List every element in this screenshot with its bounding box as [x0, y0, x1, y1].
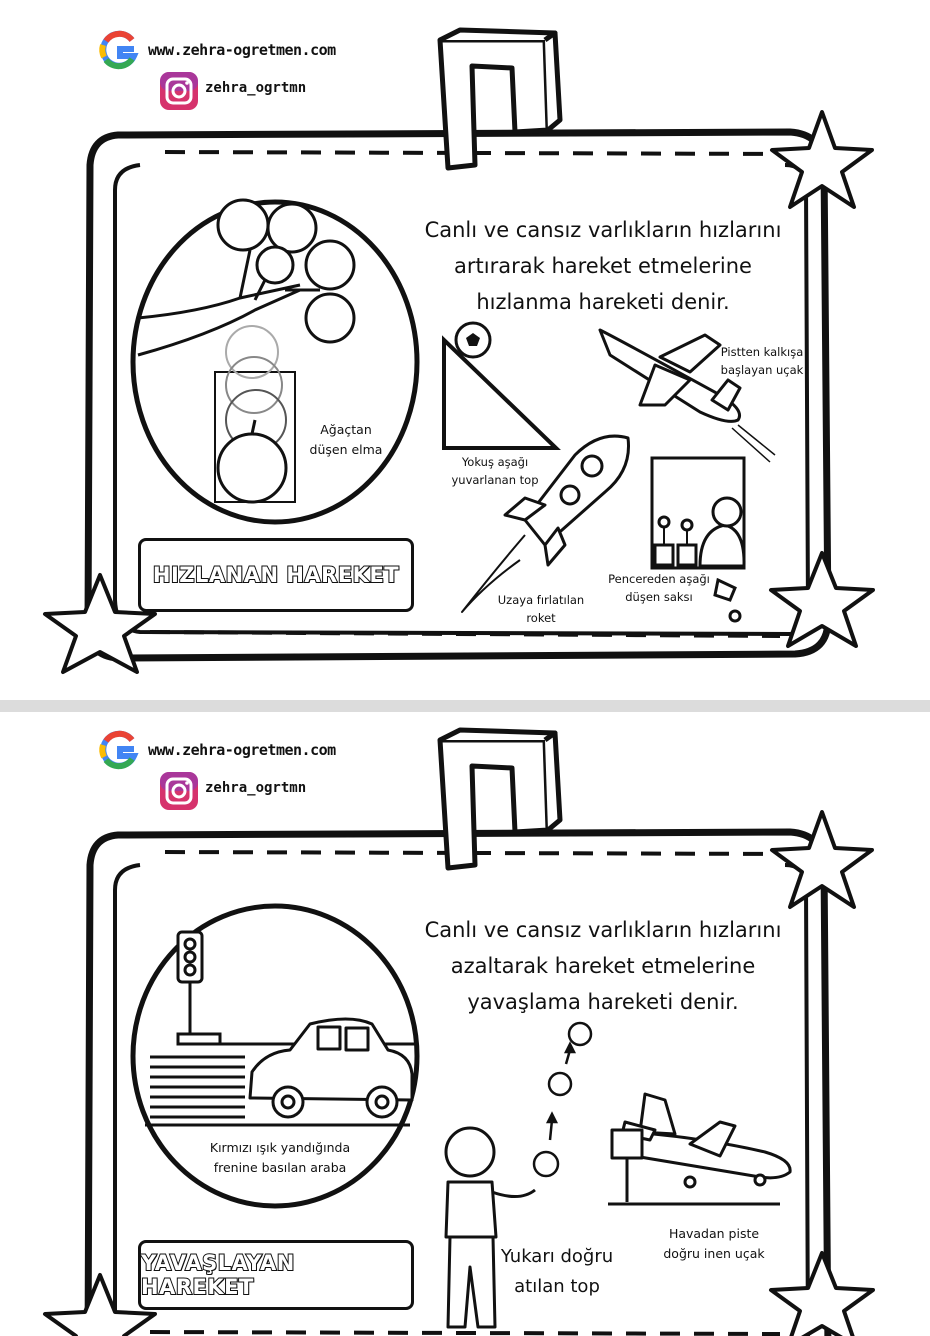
ball-caption-line-1: Yokuş aşağı: [461, 455, 529, 469]
star-top-right: [770, 810, 874, 909]
star-top-right: [770, 110, 874, 209]
ball-caption-line-2: atılan top: [514, 1276, 600, 1297]
boy-drawing: [444, 1126, 536, 1329]
instagram-handle[interactable]: zehra_ogrtmn: [205, 80, 307, 96]
binder-clip: [437, 27, 563, 171]
ball-caption-line-1: Yukarı doğru: [500, 1246, 614, 1267]
page2-artwork: [43, 727, 875, 1336]
car-caption: Kırmızı ışık yandığında frenine basılan …: [190, 1138, 370, 1178]
google-icon: [99, 730, 139, 770]
rocket-drawing: [461, 434, 631, 613]
pot-caption-line-2: düşen saksı: [625, 590, 693, 604]
car-drawing: [248, 1017, 414, 1119]
google-icon: [99, 30, 139, 70]
worksheet-page-accelerating: www.zehra-ogretmen.com zehra_ogrtmn Canl…: [43, 27, 875, 674]
plane-caption-line-1: Pistten kalkışa: [720, 345, 804, 359]
plane-caption: Havadan piste doğru inen uçak: [648, 1224, 780, 1264]
falling-apples: [214, 325, 296, 504]
ball-caption: Yukarı doğru atılan top: [492, 1242, 622, 1302]
worksheet-page-decelerating: www.zehra-ogretmen.com zehra_ogrtmn Canl…: [0, 712, 930, 1336]
topic-title: HIZLANAN HAREKET: [152, 562, 400, 588]
star-bottom-right: [769, 551, 875, 648]
thrown-ball-path: [532, 1021, 593, 1178]
website-url[interactable]: www.zehra-ogretmen.com: [148, 741, 336, 759]
ball-caption: Yokuş aşağı yuvarlanan top: [440, 453, 550, 489]
pot-caption-line-1: Pencereden aşağı: [608, 572, 710, 586]
ball-caption-line-2: yuvarlanan top: [451, 473, 539, 487]
rocket-caption-line-2: roket: [526, 611, 556, 625]
star-bottom-left: [43, 573, 157, 674]
topic-title: YAVAŞLAYAN HAREKET: [140, 1250, 295, 1300]
car-caption-line-2: frenine basılan araba: [213, 1160, 347, 1175]
instagram-handle[interactable]: zehra_ogrtmn: [205, 780, 307, 796]
definition-line-3: yavaşlama hareketi denir.: [467, 990, 739, 1014]
frame-outer: [84, 828, 832, 1336]
topic-title-box: YAVAŞLAYAN HAREKET: [138, 1240, 414, 1310]
definition-text: Canlı ve cansız varlıkların hızlarını ar…: [398, 212, 808, 320]
rocket-caption: Uzaya fırlatılan roket: [490, 591, 592, 627]
page-separator: [0, 700, 930, 712]
definition-line-3: hızlanma hareketi denir.: [476, 290, 730, 314]
page1-artwork: [43, 27, 875, 674]
apple-caption: Ağaçtan düşen elma: [306, 420, 386, 460]
instagram-icon: [160, 772, 198, 810]
star-bottom-right: [769, 1251, 875, 1336]
definition-line-2: azaltarak hareket etmelerine: [450, 954, 756, 978]
plane-takeoff-drawing: [598, 328, 776, 463]
definition-line-1: Canlı ve cansız varlıkların hızlarını: [424, 918, 782, 942]
soccer-ball-icon: [454, 321, 492, 359]
apple-caption-line-2: düşen elma: [309, 442, 383, 457]
definition-line-1: Canlı ve cansız varlıkların hızlarını: [424, 218, 782, 242]
plane-landing-drawing: [608, 1092, 792, 1206]
binder-clip: [437, 727, 563, 871]
plane-caption-line-2: doğru inen uçak: [663, 1246, 765, 1261]
rocket-caption-line-1: Uzaya fırlatılan: [497, 593, 585, 607]
traffic-light-icon: [176, 930, 222, 1046]
plane-caption-line-1: Havadan piste: [668, 1226, 760, 1241]
definition-line-2: artırarak hareket etmelerine: [454, 254, 752, 278]
plane-caption-line-2: başlayan uçak: [720, 363, 804, 377]
ramp-triangle: [442, 335, 561, 450]
car-caption-line-1: Kırmızı ışık yandığında: [209, 1140, 351, 1155]
apple-caption-line-1: Ağaçtan: [320, 422, 372, 437]
tree-drawing: [137, 198, 356, 357]
window-drawing: [650, 456, 746, 623]
instagram-icon: [160, 72, 198, 110]
definition-text: Canlı ve cansız varlıkların hızlarını az…: [398, 912, 808, 1020]
topic-title-box: HIZLANAN HAREKET: [138, 538, 414, 612]
plane-caption: Pistten kalkışa başlayan uçak: [714, 343, 810, 379]
website-url[interactable]: www.zehra-ogretmen.com: [148, 41, 336, 59]
pot-caption: Pencereden aşağı düşen saksı: [604, 570, 714, 606]
star-bottom-left: [43, 1273, 157, 1336]
